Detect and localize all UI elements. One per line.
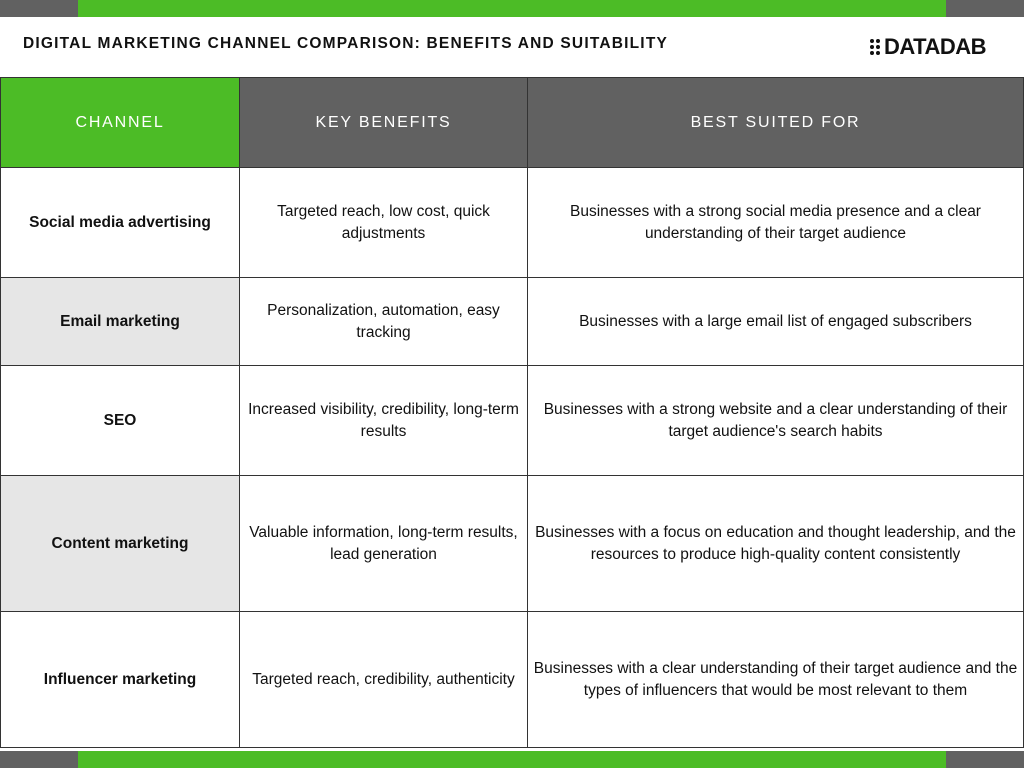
top-bar-right-segment <box>946 0 1024 17</box>
channel-cell: Influencer marketing <box>0 611 240 748</box>
column-header-best-suited-for: BEST SUITED FOR <box>527 77 1024 168</box>
suited-for-cell: Businesses with a clear understanding of… <box>527 611 1024 748</box>
bottom-decorative-bar <box>0 751 1024 768</box>
datadab-logo: DATADAB <box>870 34 987 60</box>
benefits-cell: Increased visibility, credibility, long-… <box>239 365 528 476</box>
comparison-table: CHANNEL KEY BENEFITS BEST SUITED FOR Soc… <box>0 77 1024 748</box>
table-row: Email marketing Personalization, automat… <box>0 277 1024 366</box>
channel-cell: Content marketing <box>0 475 240 612</box>
page-title: DIGITAL MARKETING CHANNEL COMPARISON: BE… <box>23 35 669 52</box>
suited-for-cell: Businesses with a strong website and a c… <box>527 365 1024 476</box>
benefits-cell: Targeted reach, low cost, quick adjustme… <box>239 167 528 278</box>
top-decorative-bar <box>0 0 1024 17</box>
column-header-channel: CHANNEL <box>0 77 240 168</box>
logo-text: DATADAB <box>884 34 987 59</box>
benefits-cell: Personalization, automation, easy tracki… <box>239 277 528 366</box>
bottom-bar-left-segment <box>0 751 78 768</box>
benefits-cell: Valuable information, long-term results,… <box>239 475 528 612</box>
bottom-bar-green-segment <box>78 751 946 768</box>
channel-cell: Email marketing <box>0 277 240 366</box>
table-row: SEO Increased visibility, credibility, l… <box>0 365 1024 476</box>
table-row: Influencer marketing Targeted reach, cre… <box>0 611 1024 748</box>
suited-for-cell: Businesses with a focus on education and… <box>527 475 1024 612</box>
bottom-bar-right-segment <box>946 751 1024 768</box>
top-bar-left-segment <box>0 0 78 17</box>
channel-cell: Social media advertising <box>0 167 240 278</box>
channel-cell: SEO <box>0 365 240 476</box>
benefits-cell: Targeted reach, credibility, authenticit… <box>239 611 528 748</box>
table-header-row: CHANNEL KEY BENEFITS BEST SUITED FOR <box>0 77 1024 168</box>
suited-for-cell: Businesses with a large email list of en… <box>527 277 1024 366</box>
table-row: Content marketing Valuable information, … <box>0 475 1024 612</box>
table-row: Social media advertising Targeted reach,… <box>0 167 1024 278</box>
column-header-key-benefits: KEY BENEFITS <box>239 77 528 168</box>
dot-grid-icon <box>870 39 880 55</box>
top-bar-green-segment <box>78 0 946 17</box>
suited-for-cell: Businesses with a strong social media pr… <box>527 167 1024 278</box>
